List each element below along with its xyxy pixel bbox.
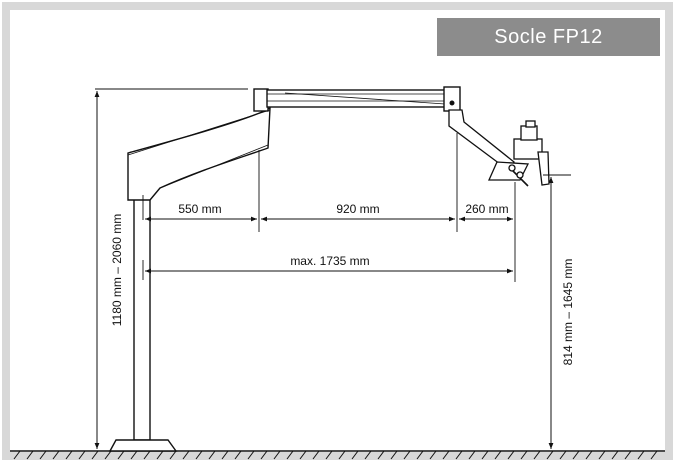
dim-scope-height-label: 814 mm – 1645 mm xyxy=(561,259,575,366)
dimension-lines xyxy=(94,91,554,449)
lower-arm xyxy=(127,106,271,201)
upper-arm xyxy=(253,86,461,112)
extension-lines xyxy=(95,88,571,282)
microscope-head xyxy=(448,109,550,187)
dim-reach-label: max. 1735 mm xyxy=(290,254,369,268)
frame-border xyxy=(2,2,673,460)
dim-920-label: 920 mm xyxy=(336,202,379,216)
dim-stand-height-label: 1180 mm – 2060 mm xyxy=(110,214,124,327)
dim-260-label: 260 mm xyxy=(465,202,508,216)
diagram-title: Socle FP12 xyxy=(494,25,603,48)
title-badge: Socle FP12 xyxy=(437,18,660,56)
dim-550-label: 550 mm xyxy=(178,202,221,216)
